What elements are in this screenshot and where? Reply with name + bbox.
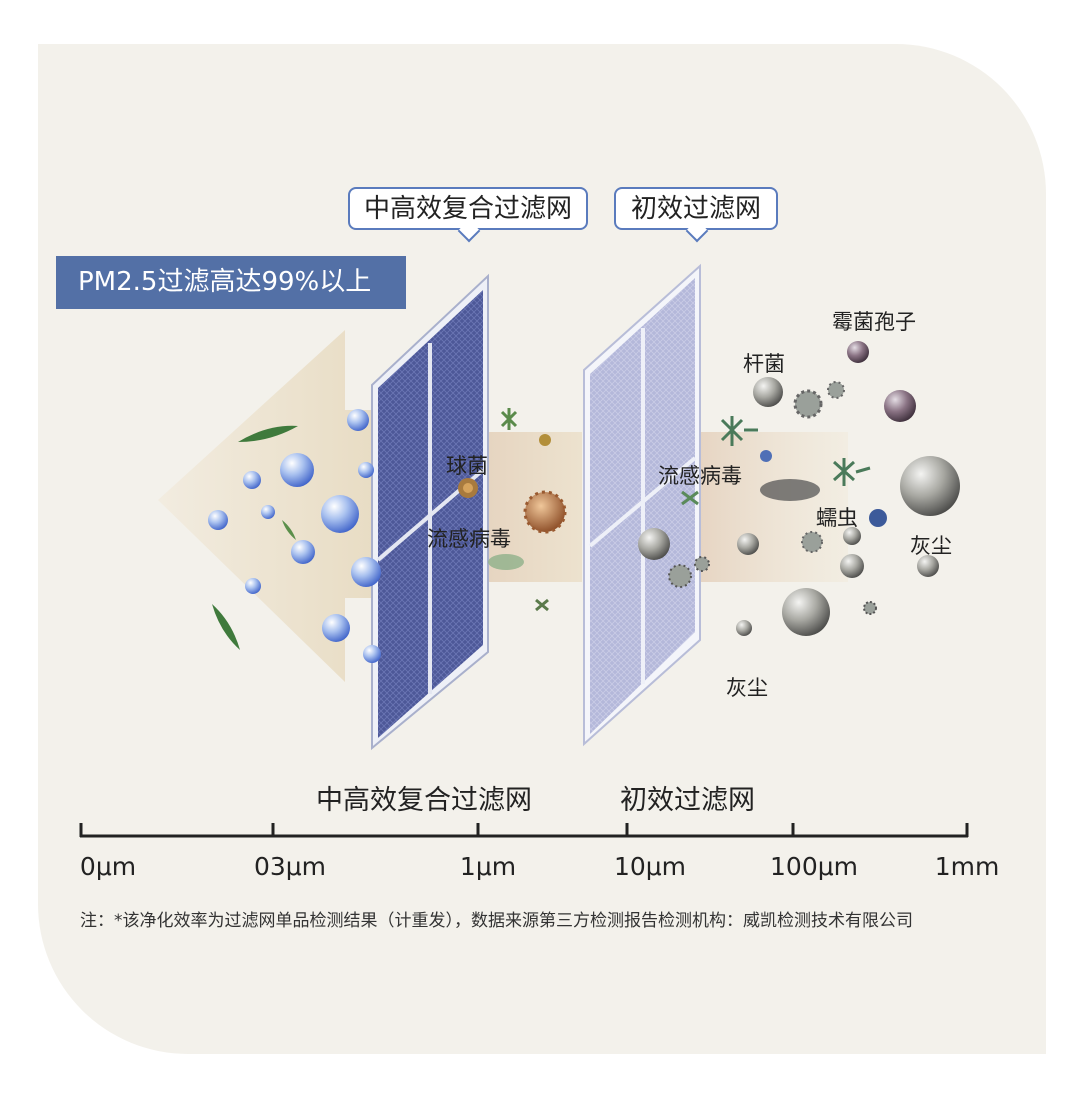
medium-efficiency-filter-panel (371, 273, 489, 751)
leaf-icons (212, 425, 298, 650)
label-dust-right: 灰尘 (910, 534, 952, 558)
tick-label-1mm: 1mm (934, 852, 1000, 881)
tick-label-03um: 03μm (253, 852, 327, 881)
particles-between-filters (458, 408, 567, 612)
tick-label-10um: 10μm (613, 852, 687, 881)
axis-caption-medium-filter: 中高效复合过滤网 (316, 785, 532, 816)
label-mold-spores: 霉菌孢子 (832, 310, 916, 334)
clean-air-bubbles (208, 409, 381, 663)
label-coccus: 球菌 (446, 454, 488, 478)
label-influenza-left: 流感病毒 (427, 527, 511, 551)
label-influenza-right: 流感病毒 (658, 464, 742, 488)
footnote: 注：*该净化效率为过滤网单品检测结果（计重发），数据来源第三方检测报告检测机构：… (80, 911, 913, 931)
label-mites: 蠕虫 (816, 506, 858, 530)
label-bacillus: 杆菌 (743, 352, 785, 376)
label-dust-bottom: 灰尘 (726, 676, 768, 700)
axis-caption-primary-filter: 初效过滤网 (620, 785, 755, 816)
pm25-efficiency-badge: PM2.5过滤高达99%以上 (56, 256, 406, 309)
tick-label-100um: 100μm (770, 852, 858, 881)
primary-efficiency-filter-panel (583, 263, 701, 747)
particles-outside (638, 341, 960, 636)
tick-label-1um: 1μm (459, 852, 517, 881)
tick-label-0um: 0μm (79, 852, 137, 881)
size-scale-axis (79, 823, 969, 838)
